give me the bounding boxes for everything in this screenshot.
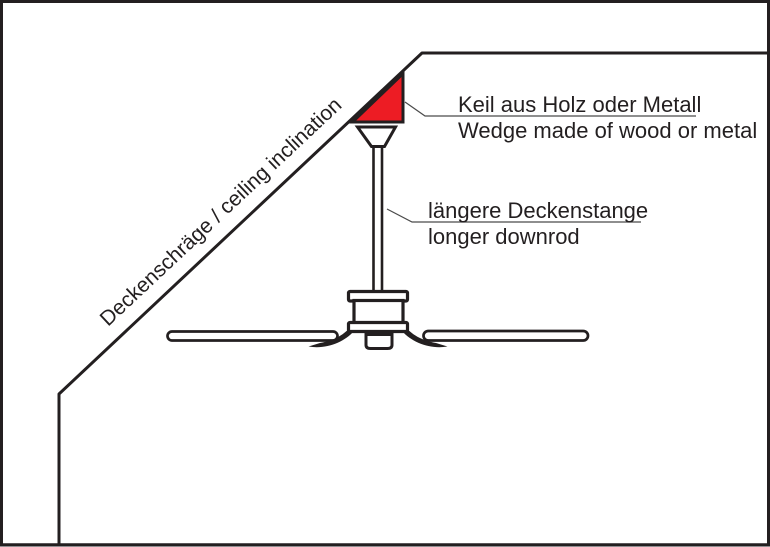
blade-bracket-left [308,325,354,348]
blade-bracket-right [402,325,448,348]
wedge-label-de: Keil aus Holz oder Metall [458,92,701,117]
downrod-leader-line [386,208,641,223]
wedge-leader-line [404,101,696,117]
wedge-label-en: Wedge made of wood or metal [458,118,757,143]
motor-housing [352,298,405,326]
downrod-label-en: longer downrod [428,224,580,249]
wedge-shape [348,69,405,124]
fan-blade-left [166,330,339,342]
ceiling-outline [57,51,768,545]
motor-bottom-flange [346,320,410,334]
canopy-shape [354,125,399,148]
incline-label: Deckenschräge / ceiling inclination [96,93,347,330]
fan-blade-right [422,329,590,342]
downrod-shape [372,138,384,297]
downrod-label-de: längere Deckenstange [428,198,648,223]
motor-light-cap [364,333,394,350]
